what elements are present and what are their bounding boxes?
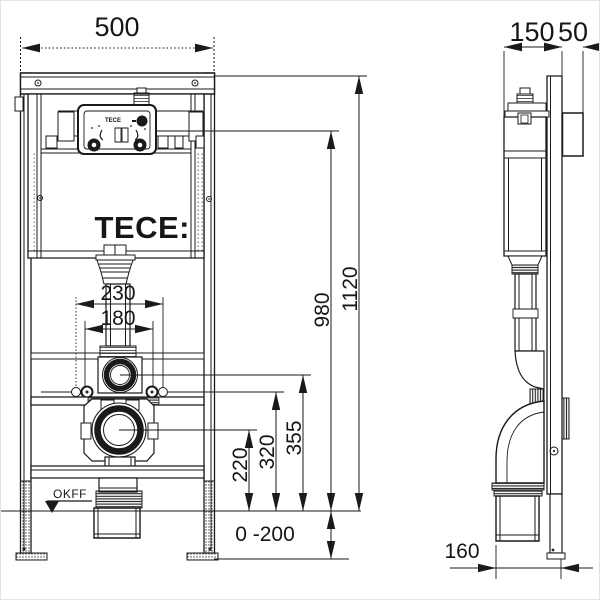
front-view: TECE: TECE xyxy=(1,73,361,560)
dim-320-label: 320 xyxy=(256,434,279,469)
dim-500-label: 500 xyxy=(94,12,139,42)
dim-160-label: 160 xyxy=(444,540,479,563)
dimension-980: 980 xyxy=(156,131,339,511)
frame-base-plates xyxy=(16,547,218,561)
okff-datum: OKFF xyxy=(45,487,92,513)
frame-top-rail xyxy=(21,73,215,94)
valve-knob xyxy=(136,115,148,127)
dim-180-label: 180 xyxy=(100,307,135,330)
drain-outlet xyxy=(94,478,142,538)
wall-bracket xyxy=(562,398,569,439)
flush-unit-label: TECE xyxy=(105,118,121,124)
pipe-coupling xyxy=(100,346,136,357)
dimension-width-500: 500 xyxy=(21,12,215,72)
dim-980-label: 980 xyxy=(311,292,334,327)
wall-plate xyxy=(547,76,569,559)
dimension-160: 160 xyxy=(444,540,593,579)
dim-1120-label: 1120 xyxy=(339,266,362,311)
fixing-bolts xyxy=(41,387,168,398)
side-view: 150 50 160 xyxy=(444,17,599,579)
dimension-320: 320 xyxy=(168,392,284,511)
dim-floor-adjust-label: 0 -200 xyxy=(235,523,295,546)
dim-150-label: 150 xyxy=(509,17,554,47)
dim-355-label: 355 xyxy=(283,420,306,455)
dimension-1120: 1120 xyxy=(214,76,367,511)
dimension-355: 355 xyxy=(120,375,311,511)
flush-unit-box: TECE xyxy=(78,88,156,154)
flush-bend xyxy=(96,245,135,346)
dim-220-label: 220 xyxy=(229,447,252,482)
front-dimensions: 500 230 180 220 xyxy=(21,12,368,559)
dimension-180: 180 xyxy=(85,307,153,387)
bottom-crossbar xyxy=(31,466,204,478)
tece-logo: TECE: xyxy=(95,210,191,245)
dimension-230: 230 xyxy=(76,282,163,387)
dim-50-label: 50 xyxy=(558,17,588,47)
cistern-side xyxy=(504,88,549,274)
frame-right-rail xyxy=(204,73,215,553)
okff-label: OKFF xyxy=(53,487,87,501)
waste-elbow-side xyxy=(492,401,544,541)
dimension-220: 220 xyxy=(119,430,257,511)
dimension-floor-adjust: 0 -200 xyxy=(214,511,349,559)
datum-triangle-icon xyxy=(45,501,59,513)
dim-230-label: 230 xyxy=(100,282,135,305)
waste-outlet xyxy=(81,399,158,467)
dimension-150-50: 150 50 xyxy=(504,17,599,216)
flush-plate-access-box xyxy=(563,113,584,156)
